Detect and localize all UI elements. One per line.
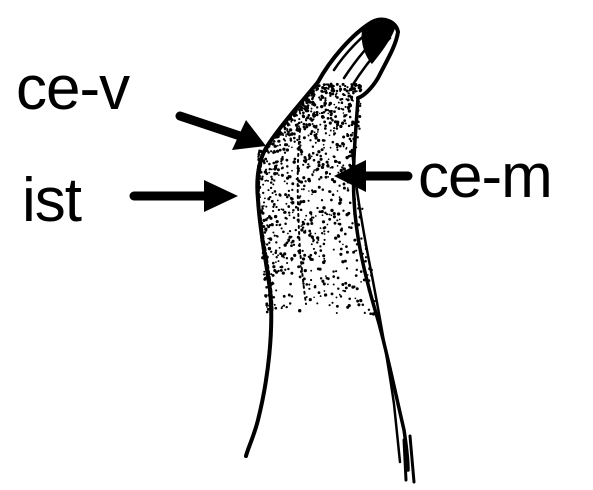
arrow-ist — [134, 180, 238, 212]
arrow-ce-v — [180, 116, 266, 150]
label-ce-m: ce-m — [418, 146, 552, 208]
label-ist: ist — [22, 170, 81, 232]
apex-dark-mass — [362, 21, 396, 64]
right-margin — [353, 98, 408, 470]
label-ce-v: ce-v — [16, 58, 129, 120]
